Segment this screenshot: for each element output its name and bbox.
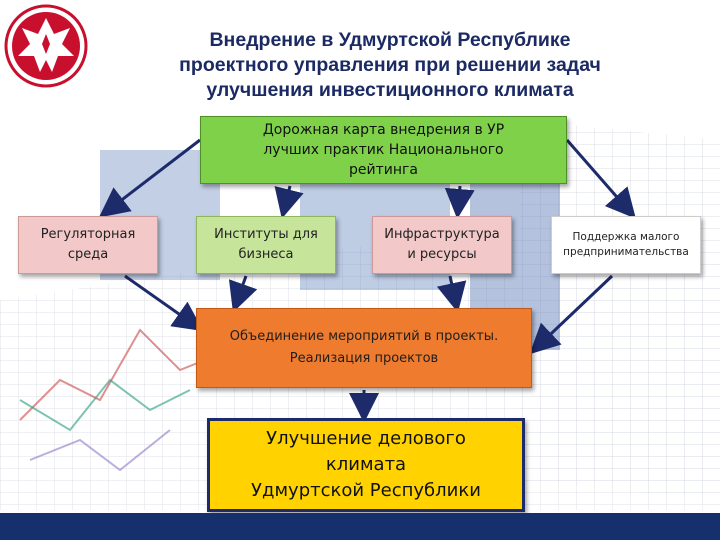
box-text: и ресурсы <box>407 247 477 262</box>
box-text: Инфраструктура <box>384 227 500 242</box>
box-text: рейтинга <box>349 162 418 178</box>
box-text: Удмуртской Республики <box>251 480 481 501</box>
page-title: Внедрение в Удмуртской Республике проект… <box>120 28 660 103</box>
arrow-institutions-to-combine <box>228 275 258 313</box>
udmurtia-emblem-icon <box>4 4 88 88</box>
box-text: Дорожная карта внедрения в УР <box>262 122 505 138</box>
box-text: Регуляторная <box>40 227 136 242</box>
box-text: лучших практик Национального <box>263 142 504 158</box>
business-institutions-box: Институты для бизнеса <box>196 216 336 274</box>
box-text: Улучшение делового <box>266 428 466 449</box>
infrastructure-box: Инфраструктура и ресурсы <box>372 216 512 274</box>
arrow-to-infrastructure <box>444 185 475 219</box>
footer-bar <box>0 513 720 540</box>
box-text: среда <box>67 247 109 262</box>
box-text: Институты для <box>214 227 318 242</box>
arrow-to-institutions <box>274 185 304 219</box>
arrow-regulatory-to-combine <box>124 274 204 332</box>
title-line: Внедрение в Удмуртской Республике <box>209 29 571 51</box>
regulatory-environment-box: Регуляторная среда <box>18 216 158 274</box>
title-line: проектного управления при решении задач <box>179 54 601 76</box>
small-business-support-box: Поддержка малого предпринимательства <box>551 216 701 274</box>
roadmap-box: Дорожная карта внедрения в УР лучших пра… <box>200 116 567 184</box>
box-text: Объединение мероприятий в проекты. <box>229 329 499 344</box>
arrow-small-business-to-combine <box>529 274 614 355</box>
arrow-infrastructure-to-combine <box>436 275 467 313</box>
box-text: предпринимательства <box>563 246 689 258</box>
box-text: Реализация проектов <box>289 351 439 366</box>
arrow-to-regulatory <box>98 138 201 218</box>
box-text: бизнеса <box>238 247 294 262</box>
combine-projects-box: Объединение мероприятий в проекты. Реали… <box>196 308 532 388</box>
business-climate-result-box: Улучшение делового климата Удмуртской Ре… <box>207 418 525 512</box>
box-text: климата <box>325 454 407 475</box>
title-line: улучшения инвестиционного климата <box>206 79 574 101</box>
box-text: Поддержка малого <box>572 231 680 243</box>
arrow-to-small-business <box>565 139 636 219</box>
